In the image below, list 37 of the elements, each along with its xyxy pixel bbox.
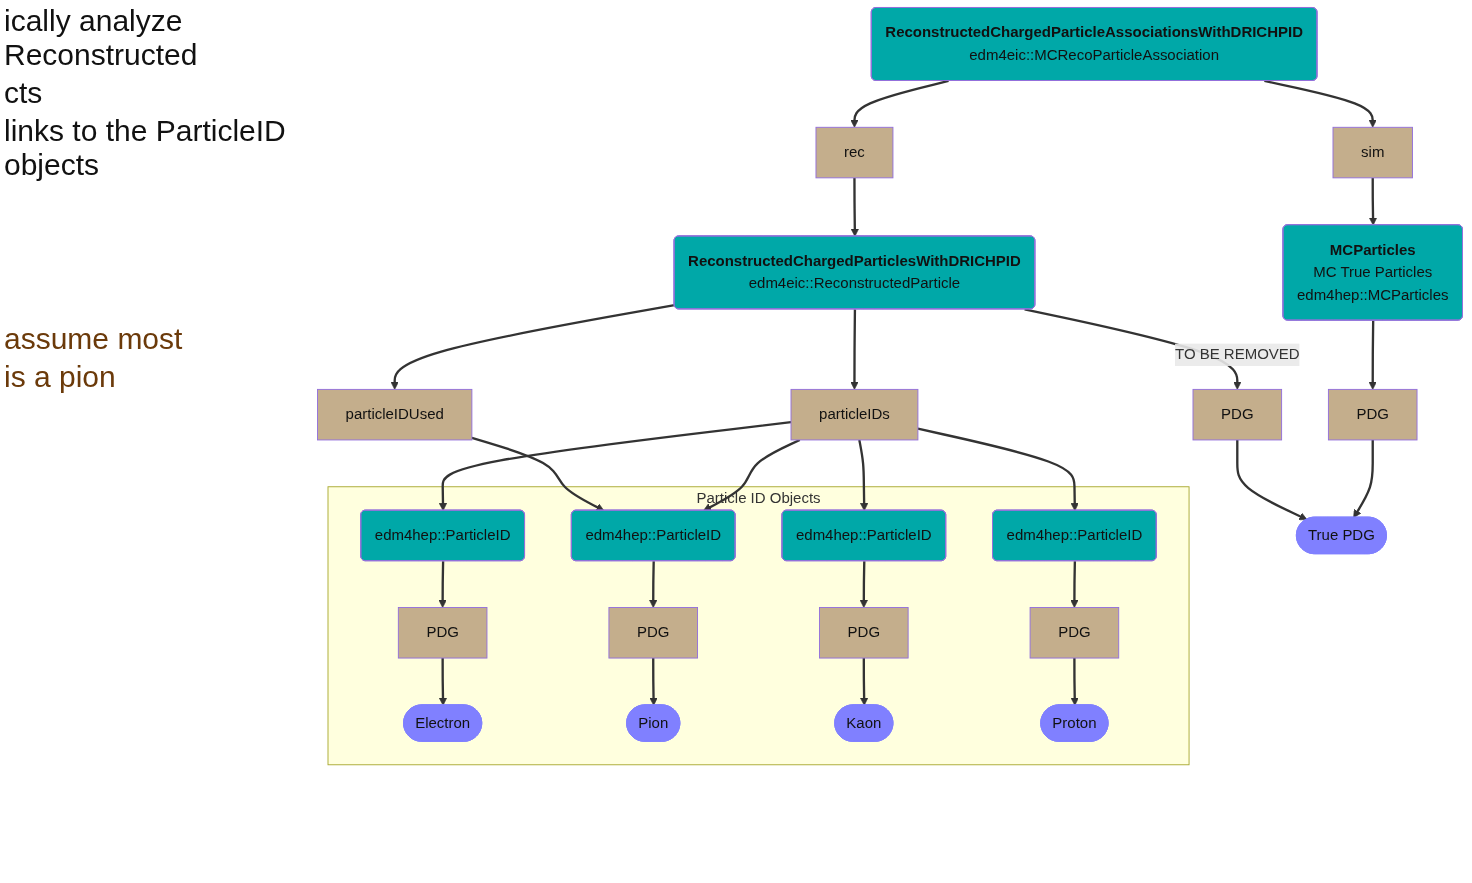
arrow (1353, 439, 1374, 518)
arrow (1236, 439, 1308, 521)
node-box: PDG (397, 607, 488, 659)
edge-label: TO BE REMOVED (1175, 346, 1300, 363)
arrow (1368, 320, 1377, 390)
arrow (917, 427, 1079, 511)
arrow (858, 439, 869, 511)
node-box: PDG (819, 607, 909, 659)
note-text: links to the ParticleID objects (4, 114, 287, 182)
arrow (860, 658, 869, 706)
arrow (649, 561, 658, 608)
note-text: assume most (4, 322, 184, 356)
node-box: PDG (1029, 607, 1120, 659)
node-box: particleIDUsed (317, 388, 473, 441)
node-box: PDG (608, 607, 698, 659)
arrow (471, 436, 605, 511)
arrow (859, 561, 868, 608)
arrow (1264, 79, 1377, 128)
arrow (850, 177, 859, 237)
arrow (850, 79, 949, 128)
note-text: is a pion (4, 360, 117, 394)
arrow (703, 438, 801, 511)
arrow (1368, 177, 1378, 226)
node-box: PDG (1327, 388, 1418, 441)
note-text: cts (4, 76, 44, 110)
node-box: rec (815, 126, 894, 179)
arrow (438, 421, 792, 511)
arrow (850, 309, 859, 390)
arrow (1070, 658, 1079, 706)
node-box: particleIDs (790, 388, 919, 441)
node-box: PDG (1192, 388, 1283, 441)
node-box: sim (1332, 126, 1413, 179)
arrow (390, 304, 675, 390)
arrow (1070, 561, 1079, 608)
arrow (438, 658, 448, 706)
arrow (438, 561, 447, 608)
arrow (649, 658, 658, 706)
